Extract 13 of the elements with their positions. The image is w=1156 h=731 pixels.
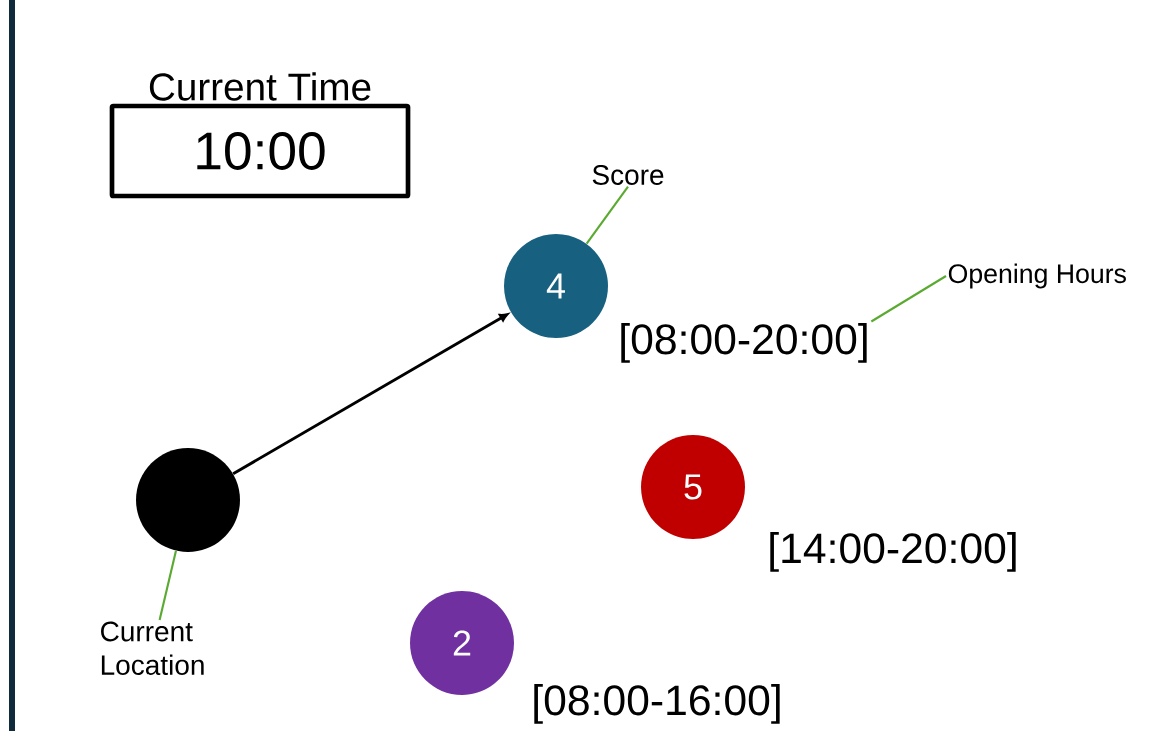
opening-hours: [08:00-20:00] [621, 323, 867, 363]
leader-line [585, 185, 629, 245]
arrow [232, 313, 509, 475]
opening-hours: [08:00-16:00] [534, 684, 780, 724]
location-label: Current Location [101, 621, 204, 675]
location-circle [136, 448, 240, 552]
score-label: Score [592, 165, 664, 185]
opening-hours: [14:00-20:00] [770, 532, 1016, 572]
time-box: 10:00 Current Time [109, 72, 411, 199]
node-label: Current Time [149, 72, 371, 101]
callout-label: Opening Hours [948, 263, 1126, 289]
leader-line [870, 275, 947, 323]
leader-line [158, 550, 177, 621]
